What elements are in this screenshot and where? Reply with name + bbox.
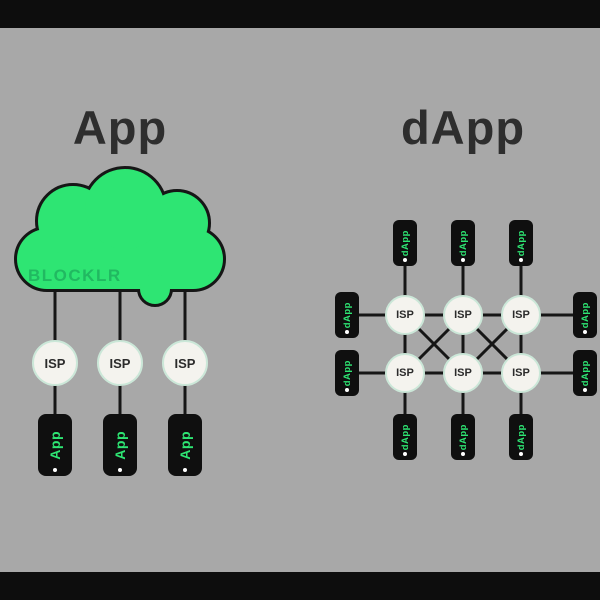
home-button-dot [345, 330, 349, 334]
phone-label: dApp [515, 229, 527, 257]
isp-node: ISP [501, 353, 541, 393]
phone-device: dApp [509, 220, 533, 266]
isp-node: ISP [32, 340, 78, 386]
phone-device: App [103, 414, 137, 476]
phone-label: dApp [399, 423, 411, 451]
isp-node: ISP [162, 340, 208, 386]
phone-device: dApp [509, 414, 533, 460]
phone-label: dApp [399, 229, 411, 257]
isp-label: ISP [44, 355, 66, 371]
home-button-dot [345, 388, 349, 392]
isp-label: ISP [396, 367, 414, 379]
phone-label: dApp [457, 229, 469, 257]
phone-label: dApp [457, 423, 469, 451]
home-button-dot [118, 468, 122, 472]
cloud-watermark: BLOCKLR [28, 266, 122, 285]
phone-label: dApp [579, 301, 591, 329]
isp-node: ISP [501, 295, 541, 335]
phone-label: dApp [515, 423, 527, 451]
phone-label: App [112, 430, 128, 460]
phone-device: dApp [393, 414, 417, 460]
mesh-network-lines [347, 243, 585, 437]
isp-label: ISP [454, 309, 472, 321]
home-button-dot [519, 258, 523, 262]
home-button-dot [583, 388, 587, 392]
home-button-dot [183, 468, 187, 472]
home-button-dot [53, 468, 57, 472]
bottom-frame-bar [0, 572, 600, 600]
phone-label: dApp [579, 359, 591, 387]
phone-device: dApp [451, 414, 475, 460]
phone-device: dApp [335, 292, 359, 338]
isp-node: ISP [97, 340, 143, 386]
phone-label: dApp [341, 359, 353, 387]
left-title: App [72, 101, 168, 154]
isp-node: ISP [443, 295, 483, 335]
isp-label: ISP [512, 309, 530, 321]
phone-device: dApp [451, 220, 475, 266]
phone-device: dApp [573, 292, 597, 338]
right-title: dApp [400, 101, 526, 154]
phone-device: App [168, 414, 202, 476]
home-button-dot [519, 452, 523, 456]
isp-label: ISP [174, 355, 196, 371]
phone-label: App [47, 430, 63, 460]
phone-device: dApp [335, 350, 359, 396]
home-button-dot [403, 258, 407, 262]
phone-device: App [38, 414, 72, 476]
isp-label: ISP [512, 367, 530, 379]
cloud-fill [17, 169, 223, 304]
home-button-dot [461, 258, 465, 262]
cloud-icon [14, 166, 226, 307]
isp-label: ISP [396, 309, 414, 321]
isp-label: ISP [109, 355, 131, 371]
home-button-dot [403, 452, 407, 456]
phone-device: dApp [393, 220, 417, 266]
phone-label: dApp [341, 301, 353, 329]
isp-node: ISP [443, 353, 483, 393]
phone-label: App [177, 430, 193, 460]
top-frame-bar [0, 0, 600, 28]
isp-node: ISP [385, 295, 425, 335]
home-button-dot [583, 330, 587, 334]
home-button-dot [461, 452, 465, 456]
isp-node: ISP [385, 353, 425, 393]
phone-device: dApp [573, 350, 597, 396]
isp-label: ISP [454, 367, 472, 379]
